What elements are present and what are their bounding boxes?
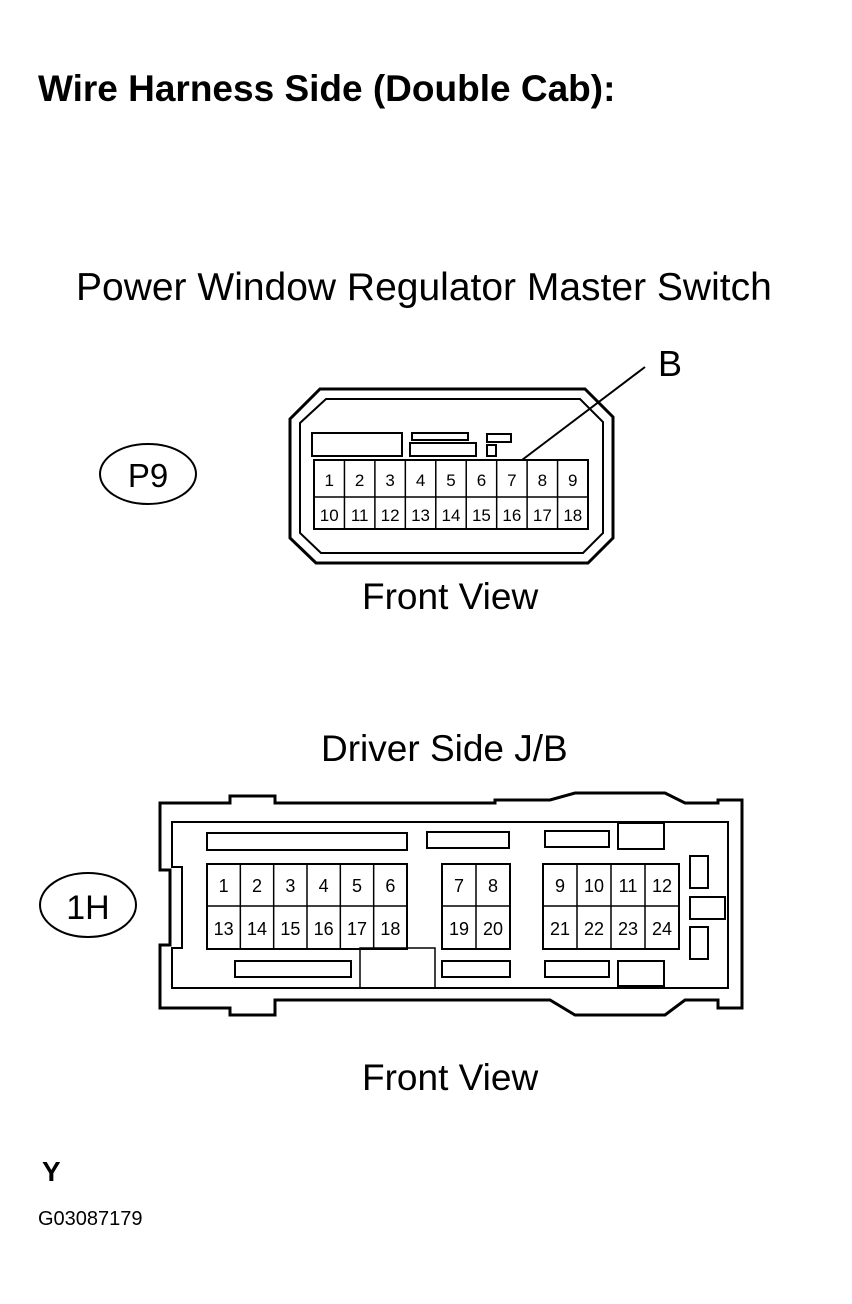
1h-terminal-number: 10 bbox=[584, 876, 604, 896]
1h-terminal-number: 14 bbox=[247, 919, 267, 939]
1h-cavity-dividers bbox=[207, 864, 679, 949]
1h-id-label: 1H bbox=[66, 889, 109, 927]
1h-bottom-latch-left bbox=[234, 960, 352, 978]
p9-connector bbox=[99, 366, 646, 565]
1h-terminal-number: 7 bbox=[454, 876, 464, 896]
1h-terminal-number: 23 bbox=[618, 919, 638, 939]
p9-terminal-number: 3 bbox=[385, 471, 394, 490]
1h-front-view-label: Front View bbox=[362, 1057, 539, 1098]
1h-terminal-number: 11 bbox=[619, 876, 638, 896]
p9-terminal-number: 13 bbox=[411, 506, 430, 525]
1h-outer-housing bbox=[158, 791, 744, 1017]
1h-terminal-number: 2 bbox=[252, 876, 262, 896]
1h-side-slot-1 bbox=[689, 855, 709, 889]
p9-id-ellipse bbox=[99, 443, 197, 505]
1h-terminal-number: 1 bbox=[219, 876, 229, 896]
1h-terminal-number: 15 bbox=[280, 919, 300, 939]
p9-terminal-number: 4 bbox=[416, 471, 425, 490]
p9-terminal-number: 5 bbox=[446, 471, 455, 490]
1h-terminal-number: 22 bbox=[584, 919, 604, 939]
1h-terminal-number: 12 bbox=[652, 876, 672, 896]
1h-terminal-number: 8 bbox=[488, 876, 498, 896]
1h-connector-title: Driver Side J/B bbox=[321, 728, 568, 769]
1h-terminal-number: 4 bbox=[319, 876, 329, 896]
1h-terminal-number: 24 bbox=[652, 919, 672, 939]
p9-terminal-number: 7 bbox=[507, 471, 516, 490]
p9-lock-tab bbox=[486, 433, 512, 443]
1h-top-key bbox=[617, 822, 665, 850]
1h-terminal-number: 20 bbox=[483, 919, 503, 939]
1h-terminal-number: 6 bbox=[385, 876, 395, 896]
1h-top-latch-mid bbox=[426, 831, 510, 849]
1h-bottom-key bbox=[617, 960, 665, 987]
p9-terminal-number: 16 bbox=[502, 506, 521, 525]
1h-terminal-number: 19 bbox=[449, 919, 469, 939]
1h-terminal-number: 16 bbox=[314, 919, 334, 939]
1h-terminal-number: 18 bbox=[380, 919, 400, 939]
p9-connector-title: Power Window Regulator Master Switch bbox=[76, 266, 772, 309]
p9-latch-lower bbox=[409, 442, 477, 457]
p9-inner-housing bbox=[299, 398, 604, 554]
p9-terminal-number: 6 bbox=[477, 471, 486, 490]
figure-id: G03087179 bbox=[38, 1208, 143, 1230]
p9-terminal-frame bbox=[313, 459, 589, 530]
p9-terminal-number: 11 bbox=[351, 506, 369, 525]
1h-id-ellipse bbox=[39, 872, 137, 938]
1h-top-latch-right bbox=[544, 830, 610, 848]
p9-cavity-dividers bbox=[343, 460, 559, 529]
1h-bottom-latch-mid bbox=[441, 960, 511, 978]
p9-terminal-number: 2 bbox=[355, 471, 364, 490]
p9-outer-housing bbox=[288, 387, 615, 565]
1h-bottom-latch-right bbox=[544, 960, 610, 978]
p9-callout-label: B bbox=[658, 343, 682, 384]
p9-callout-line bbox=[521, 366, 646, 461]
footer-mark: Y bbox=[42, 1156, 61, 1187]
p9-terminal-number: 15 bbox=[472, 506, 491, 525]
1h-center-recess bbox=[359, 947, 436, 989]
p9-terminal-number: 17 bbox=[533, 506, 552, 525]
1h-side-slot-3 bbox=[689, 926, 709, 960]
p9-terminal-number: 9 bbox=[568, 471, 577, 490]
p9-key-block bbox=[311, 432, 403, 457]
p9-terminal-number: 10 bbox=[320, 506, 339, 525]
p9-lock-post bbox=[486, 444, 497, 457]
1h-terminal-number: 9 bbox=[555, 876, 565, 896]
p9-front-view-label: Front View bbox=[362, 576, 539, 617]
1h-connector bbox=[39, 791, 744, 1017]
p9-terminal-number: 1 bbox=[324, 471, 333, 490]
1h-inner-housing bbox=[171, 821, 729, 989]
1h-top-latch-left bbox=[206, 832, 408, 851]
page-title: Wire Harness Side (Double Cab): bbox=[38, 68, 616, 109]
p9-terminal-number: 12 bbox=[381, 506, 400, 525]
p9-terminal-number: 8 bbox=[538, 471, 547, 490]
1h-terminal-number: 17 bbox=[347, 919, 367, 939]
p9-latch-upper bbox=[411, 432, 469, 441]
p9-id-label: P9 bbox=[128, 457, 168, 494]
p9-terminal-number: 18 bbox=[563, 506, 582, 525]
1h-terminal-number: 5 bbox=[352, 876, 362, 896]
1h-side-slot-2 bbox=[689, 896, 726, 920]
p9-terminal-number: 14 bbox=[442, 506, 461, 525]
1h-terminal-number: 13 bbox=[214, 919, 234, 939]
1h-terminal-number: 21 bbox=[550, 919, 570, 939]
1h-terminal-number: 3 bbox=[285, 876, 295, 896]
